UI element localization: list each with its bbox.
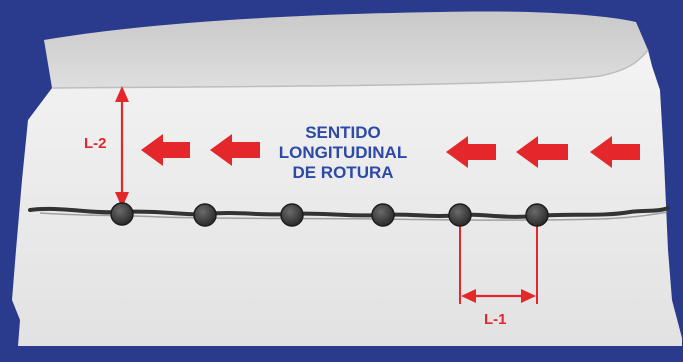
direction-title-line: LONGITUDINAL xyxy=(278,143,408,162)
break-point xyxy=(525,203,549,227)
arrow-icon xyxy=(590,136,640,168)
l1-arrowhead-right xyxy=(521,289,536,303)
paper-lower-surface xyxy=(12,50,682,346)
paper-crease xyxy=(51,49,649,89)
break-points xyxy=(110,202,549,227)
l2-label: L-2 xyxy=(84,135,107,152)
break-point xyxy=(280,203,304,227)
l1-label: L-1 xyxy=(484,311,507,328)
break-point xyxy=(371,203,395,227)
arrow-icon xyxy=(516,136,568,168)
paper-upper-surface xyxy=(44,11,648,88)
direction-title-line: DE ROTURA xyxy=(292,163,394,182)
break-point xyxy=(193,203,217,227)
l2-arrowhead-bottom xyxy=(115,192,129,208)
l2-arrowhead-top xyxy=(115,86,129,102)
l1-arrowhead-left xyxy=(461,289,476,303)
arrow-icon xyxy=(141,134,190,166)
arrow-icon xyxy=(210,134,260,166)
break-point xyxy=(110,202,134,226)
arrow-icon xyxy=(446,136,496,168)
direction-arrows xyxy=(141,134,640,168)
direction-title-line: SENTIDO xyxy=(305,123,381,142)
break-point xyxy=(448,203,472,227)
